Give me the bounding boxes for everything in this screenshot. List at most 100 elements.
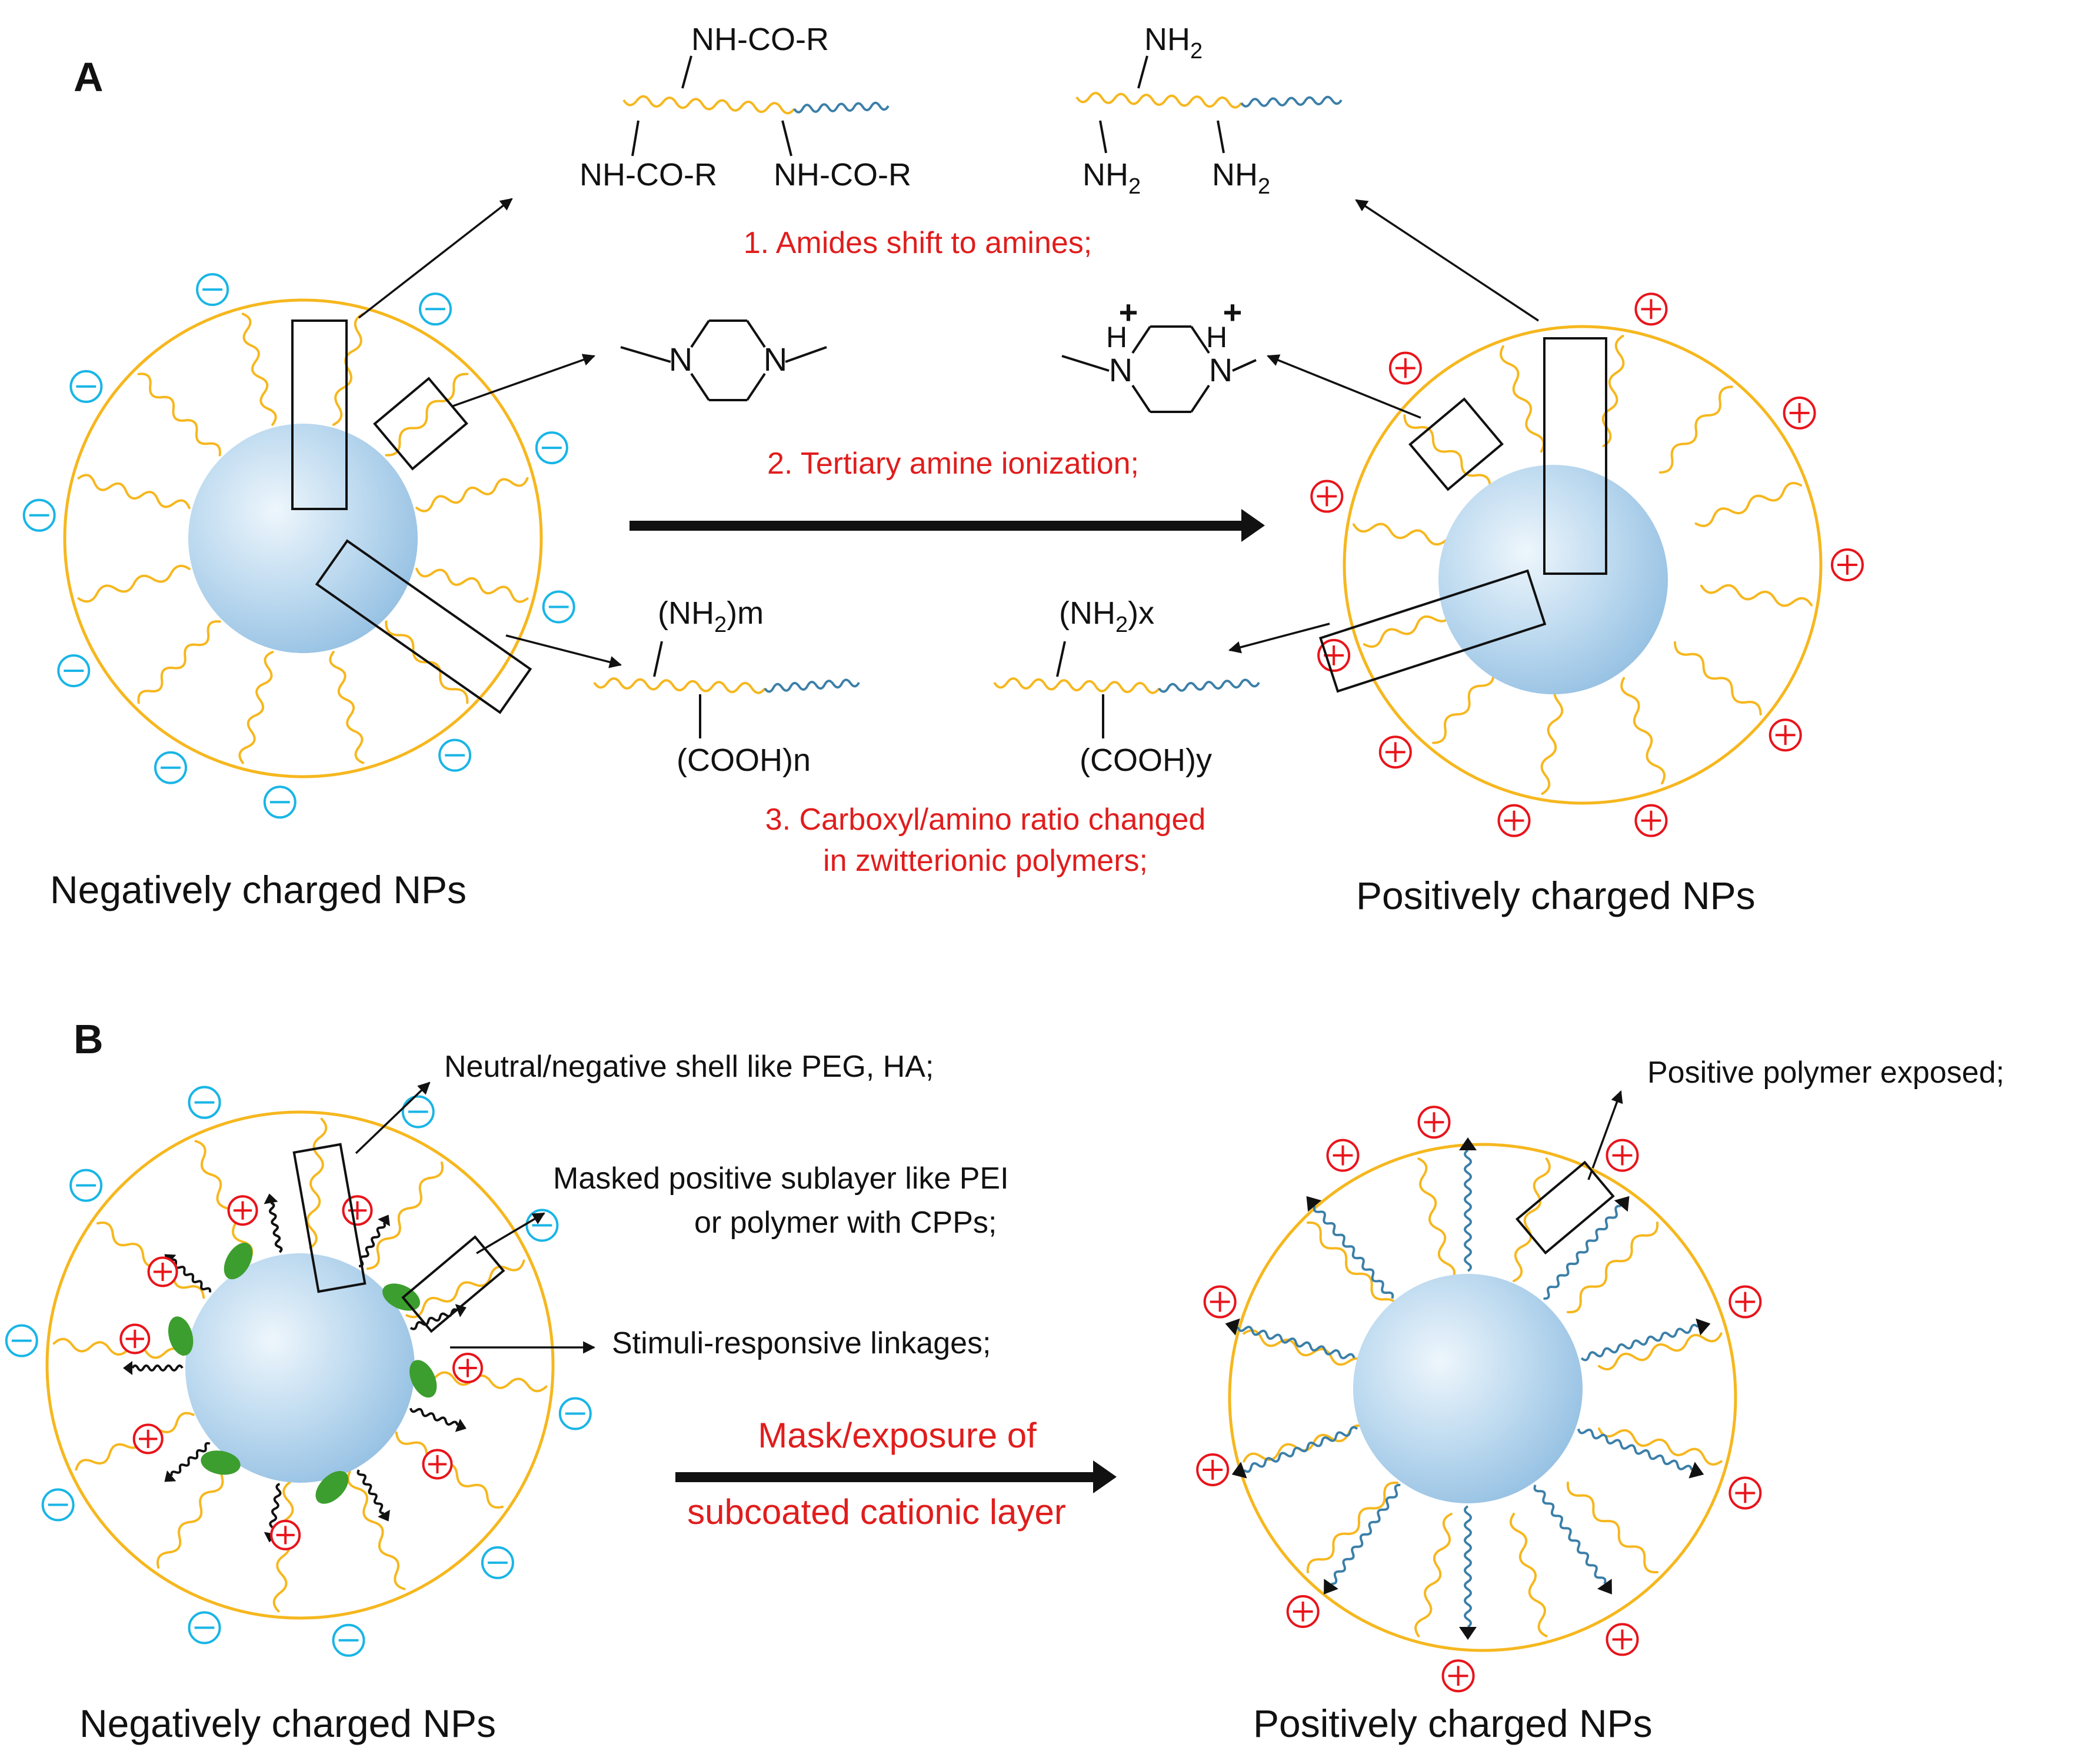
amine-group-label: (NH2)m: [658, 595, 764, 637]
polymer-chain: [1598, 1427, 1723, 1466]
caption-positive-np-b: Positively charged NPs: [1253, 1702, 1653, 1745]
polymer-chain: [593, 677, 766, 694]
bond: [785, 346, 827, 363]
polymer-chain: [622, 95, 795, 115]
nanoparticle-a-negative: [22, 273, 575, 819]
nitrogen-atom: N: [1209, 351, 1233, 388]
polymer-chain: [415, 477, 529, 512]
bond: [1099, 120, 1107, 154]
polymer-chain: [1500, 345, 1545, 453]
selection-box-zwitterion: [315, 539, 532, 714]
polymer-chain: [1567, 1222, 1659, 1314]
polymer-chain: [1306, 1481, 1398, 1573]
chem-bonds: [631, 55, 1225, 738]
linkage-icon: [201, 1450, 241, 1475]
step-3-label-line-1: 3. Carboxyl/amino ratio changed: [765, 803, 1206, 837]
polymer-chain: [1700, 584, 1813, 607]
bond: [746, 372, 766, 401]
exposed-cationic-chain: [1243, 1426, 1358, 1473]
amide-label: NH-CO-R: [774, 157, 911, 192]
bond: [1131, 384, 1151, 413]
polymer-chain: [332, 312, 365, 426]
chain-arrowhead: [378, 1214, 390, 1227]
chain-arrowhead: [1688, 1462, 1704, 1479]
bond: [690, 372, 710, 401]
polymer-chain: [347, 1470, 406, 1590]
amide-label: NH-CO-R: [691, 22, 829, 57]
mask-exposure-label-line-2: subcoated cationic layer: [687, 1492, 1066, 1532]
nitrogen-atom: N: [669, 341, 692, 378]
pointer-arrow: [1228, 623, 1330, 654]
polymer-chain: [993, 677, 1160, 694]
chain-arrowhead: [1231, 1462, 1247, 1479]
linkage-icon: [224, 1243, 253, 1280]
polymer-chain: [1240, 95, 1343, 108]
shell-chains: [77, 312, 529, 764]
pointer-arrows-a: [358, 198, 1539, 668]
bond: [1232, 359, 1257, 372]
polymer-chain: [1075, 92, 1243, 109]
shell-outline: [63, 298, 543, 778]
masked-sublayer-note-line-2: or polymer with CPPs;: [694, 1206, 997, 1240]
pointer-arrow: [1587, 1090, 1623, 1180]
linkage-icon: [409, 1360, 437, 1398]
masked-cationic-chain: [131, 1364, 184, 1372]
bond: [1217, 120, 1225, 154]
chain-arrowhead: [1614, 1196, 1630, 1212]
polymer-chain: [96, 1222, 205, 1299]
piperazine-ionized: [1061, 325, 1257, 413]
pointer-arrow: [505, 634, 622, 668]
polymer-chain: [1307, 1221, 1399, 1313]
masked-cationic-chain: [170, 1442, 211, 1476]
nanoparticle-core: [188, 424, 418, 653]
selection-box-ionized-amine: [1408, 397, 1504, 491]
caption-positive-np-a: Positively charged NPs: [1356, 874, 1756, 917]
chain-arrowhead: [1597, 1579, 1612, 1595]
exposed-polymer-note: Positive polymer exposed;: [1647, 1056, 2004, 1090]
selection-box-zwitterion: [1319, 569, 1547, 693]
exposed-cationic-chain: [1543, 1204, 1621, 1300]
carboxyl-group-label: (COOH)n: [677, 743, 811, 778]
amide-label: NH-CO-R: [579, 157, 717, 192]
amine-group-label: (NH2)x: [1059, 595, 1154, 637]
bond: [653, 641, 663, 677]
bond: [1190, 384, 1210, 413]
step-3-label-line-2: in zwitterionic polymers;: [823, 844, 1148, 878]
shell-outline: [1343, 325, 1823, 805]
masked-cationic-chain: [409, 1308, 458, 1330]
pointer-arrow: [1267, 354, 1421, 419]
polymer-chain: [1158, 678, 1260, 693]
polymer-chain: [194, 1140, 254, 1260]
polymer-chain: [1417, 1157, 1456, 1282]
pointer-arrow: [358, 198, 513, 319]
exposed-cationic-chain: [1236, 1326, 1355, 1360]
selection-box-shell: [292, 1143, 367, 1293]
masked-sublayer-note-line-1: Masked positive sublayer like PEI: [553, 1161, 1009, 1196]
exposed-cationic-chain: [1577, 1428, 1693, 1471]
bond: [1131, 325, 1151, 354]
exposed-cationic-chain: [1533, 1485, 1607, 1585]
polymer-chain: [137, 620, 221, 704]
caption-negative-np-a: Negatively charged NPs: [50, 868, 467, 911]
surface-charges: [5, 1086, 592, 1657]
polymer-chain: [1566, 1482, 1658, 1574]
exposed-cationic-chain: [1464, 1149, 1472, 1272]
nanoparticle-core: [185, 1253, 415, 1483]
surface-charges: [22, 273, 575, 819]
polymer-chain: [1509, 1513, 1548, 1637]
positive-charge-sign: +: [1119, 294, 1138, 331]
selection-boxes: [291, 319, 532, 714]
chain-arrowhead: [378, 1509, 390, 1522]
polymer-chain: [1513, 1157, 1551, 1282]
chain-arrowhead: [123, 1361, 132, 1375]
pointer-arrow: [355, 1081, 431, 1154]
pointer-arrows-b: [355, 1081, 1623, 1354]
surface-charges: [1310, 292, 1864, 837]
pointer-arrow: [1355, 199, 1539, 322]
masked-cationic-chain: [358, 1222, 386, 1267]
chain-arrowhead: [1306, 1196, 1322, 1212]
stimuli-responsive-linkages: [168, 1243, 437, 1504]
exposed-cationic-chain: [1464, 1505, 1472, 1628]
transition-arrow-b: [675, 1460, 1117, 1493]
